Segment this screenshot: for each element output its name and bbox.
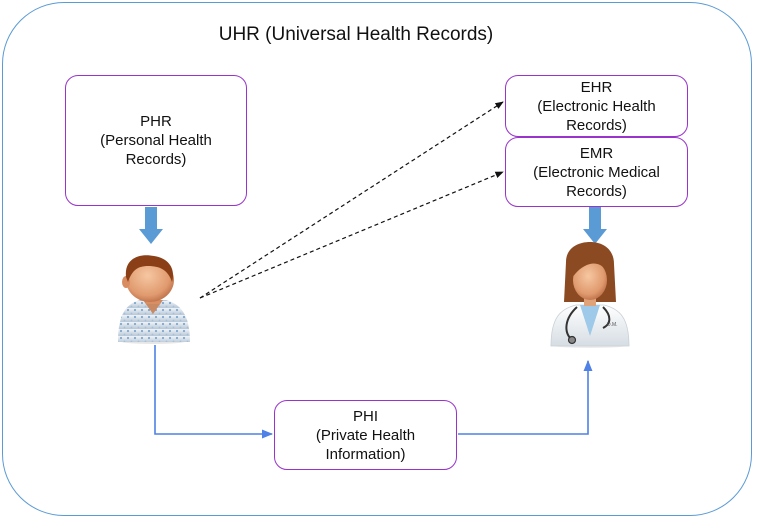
phr-abbr: PHR <box>140 113 172 130</box>
doctor-badge: D.M. <box>607 322 618 328</box>
phi-abbr: PHI <box>352 407 378 425</box>
ehr-full-name-2: Records) <box>566 116 627 134</box>
doctor-icon: D.M. <box>550 242 630 348</box>
phr-box: PHR (Personal Health Records) <box>65 75 247 206</box>
emr-full-name-2: Records) <box>566 182 627 200</box>
patient-to-phi-connector <box>154 345 274 439</box>
diagram-title: UHR (Universal Health Records) <box>218 24 494 45</box>
phr-to-patient-arrow <box>139 207 163 244</box>
ehr-box: EHR (Electronic Health Records) <box>505 75 688 137</box>
patient-icon <box>118 255 190 344</box>
ehr-abbr: EHR <box>580 78 613 96</box>
patient-to-ehr-dashed-arrow <box>199 101 504 299</box>
phi-box: PHI (Private Health Information) <box>274 400 457 470</box>
phr-full-name-1: (Personal Health <box>100 132 212 149</box>
uhr-container <box>2 2 752 516</box>
emr-to-doctor-arrow <box>583 207 607 244</box>
emr-box: EMR (Electronic Medical Records) <box>505 137 688 207</box>
phi-to-doctor-connector <box>458 359 593 435</box>
phi-full-name-1: (Private Health <box>315 426 416 444</box>
phr-full-name-2: Records) <box>125 151 187 168</box>
ehr-full-name-1: (Electronic Health <box>537 97 656 115</box>
emr-full-name-1: (Electronic Medical <box>533 163 660 181</box>
patient-to-emr-dashed-arrow <box>199 171 504 299</box>
emr-abbr: EMR <box>579 144 614 162</box>
phi-full-name-2: Information) <box>325 445 406 463</box>
